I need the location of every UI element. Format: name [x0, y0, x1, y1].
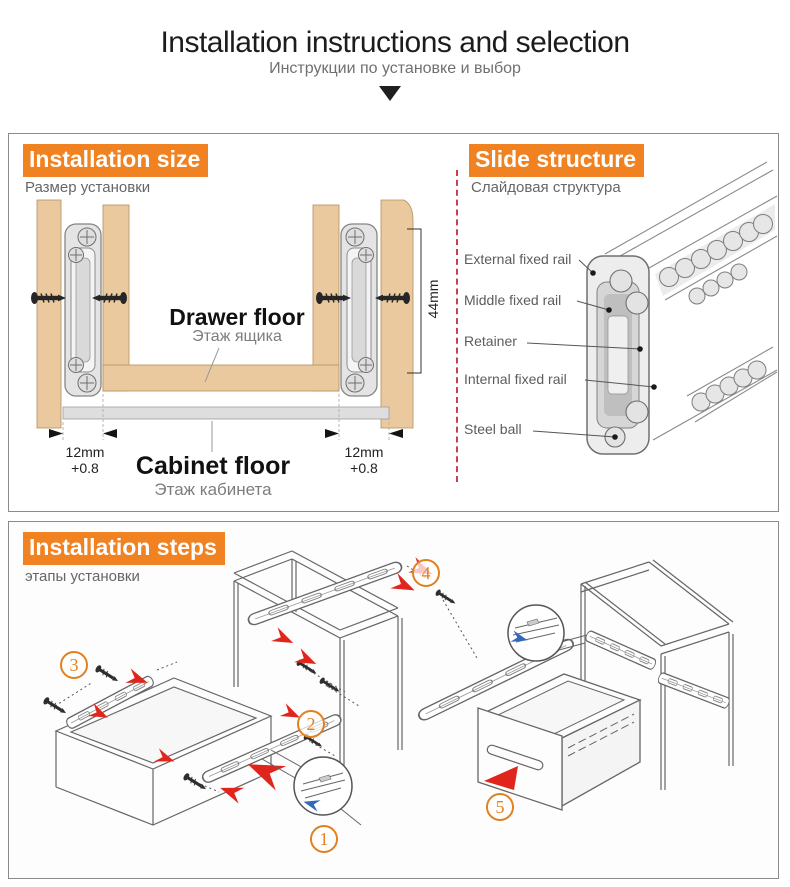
magnifier-step5	[507, 604, 588, 662]
slide-cross-section-right	[340, 223, 378, 397]
step-4-badge: 4	[412, 559, 440, 587]
page-subtitle: Инструкции по установке и выбор	[269, 60, 521, 77]
page-title: Installation instructions and selection	[160, 26, 630, 59]
installation-steps-title: Installation steps	[23, 532, 225, 565]
label-internal-fixed-rail: Internal fixed rail	[464, 371, 567, 387]
cabinet-rail-right-upper	[583, 629, 658, 671]
step-2-badge: 2	[297, 710, 325, 738]
label-steel-ball: Steel ball	[464, 421, 522, 437]
installation-steps-panel: Installation steps этапы установки 1 2 3…	[8, 521, 779, 879]
installation-size-title: Installation size	[23, 144, 209, 177]
rail-step4-mounted	[246, 559, 404, 628]
height-dimension-bracket	[407, 228, 422, 374]
cabinet-floor-board	[62, 406, 390, 420]
cabinet-side-left	[36, 199, 62, 429]
red-arrows	[87, 557, 437, 804]
installation-steps-diagram	[41, 550, 734, 826]
slide-cross-section-left	[64, 223, 102, 397]
slide-structure-illustration	[526, 161, 778, 455]
drawer-floor-sublabel: Этаж ящика	[192, 328, 282, 345]
cabinet-rail-right-lower	[656, 671, 732, 710]
installation-size-subtitle: Размер установки	[25, 179, 151, 196]
cabinet-floor-sublabel: Этаж кабинета	[154, 480, 272, 499]
panel-divider	[456, 170, 458, 482]
magnifier-step1	[261, 749, 362, 826]
cabinet-frame-right	[580, 559, 734, 790]
slide-profile-cross-section	[586, 255, 650, 455]
left-clearance-value: 12mm	[65, 444, 105, 460]
right-clearance-tolerance: +0.8	[350, 460, 378, 476]
label-pointer-lines	[204, 347, 220, 452]
label-retainer: Retainer	[464, 333, 517, 349]
slide-structure-title: Slide structure	[469, 144, 645, 177]
slide-structure-subtitle: Слайдовая структура	[471, 179, 621, 196]
dimension-guides	[62, 394, 390, 440]
right-clearance-value: 12mm	[344, 444, 384, 460]
insert-direction-arrow	[484, 766, 518, 790]
cabinet-side-right	[380, 199, 414, 429]
drawer-handle	[486, 744, 544, 771]
size-and-structure-diagram	[30, 161, 778, 455]
step-1-badge: 1	[310, 825, 338, 853]
drawer-box-step3	[54, 677, 273, 826]
rail-height-dimension: 44mm	[425, 279, 441, 319]
label-external-fixed-rail: External fixed rail	[464, 251, 572, 267]
screw-guide-lines	[54, 565, 478, 793]
structure-label-pointers	[526, 259, 655, 438]
top-panel: Installation size Размер установки Drawe…	[8, 133, 779, 512]
structure-pointer-dots	[590, 270, 657, 440]
step-5-badge: 5	[486, 793, 514, 821]
drawer-step5	[477, 673, 642, 811]
steel-ball-rows	[659, 214, 773, 412]
cabinet-floor-label: Cabinet floor	[135, 452, 291, 480]
step-3-badge: 3	[60, 651, 88, 679]
drawer-floor-board	[102, 364, 340, 392]
label-middle-fixed-rail: Middle fixed rail	[464, 292, 562, 308]
installation-steps-subtitle: этапы установки	[25, 568, 140, 585]
left-clearance-tolerance: +0.8	[71, 460, 99, 476]
dimension-arrows	[49, 429, 403, 438]
drawer-floor-label: Drawer floor	[169, 304, 305, 330]
down-arrow-icon	[379, 86, 401, 101]
